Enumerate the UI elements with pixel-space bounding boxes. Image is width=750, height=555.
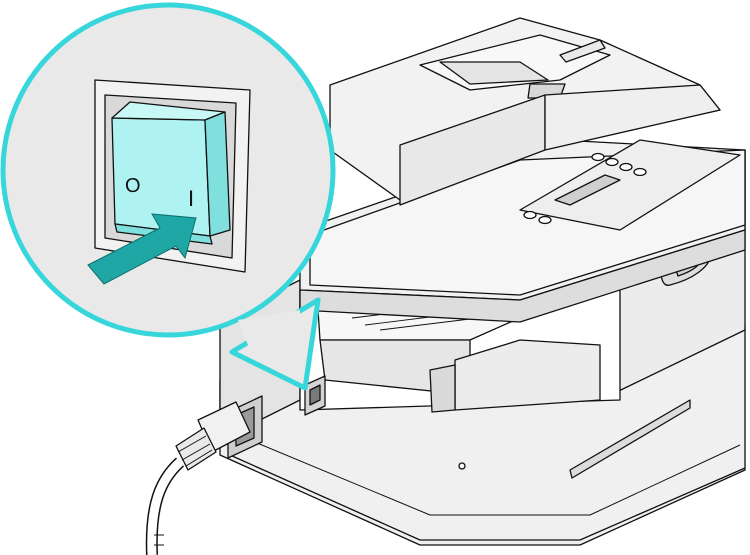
switch-off-symbol: O (124, 175, 141, 198)
power-cord (145, 375, 326, 555)
press-arrow-icon (87, 213, 197, 285)
switch-on-symbol: I (188, 186, 194, 211)
